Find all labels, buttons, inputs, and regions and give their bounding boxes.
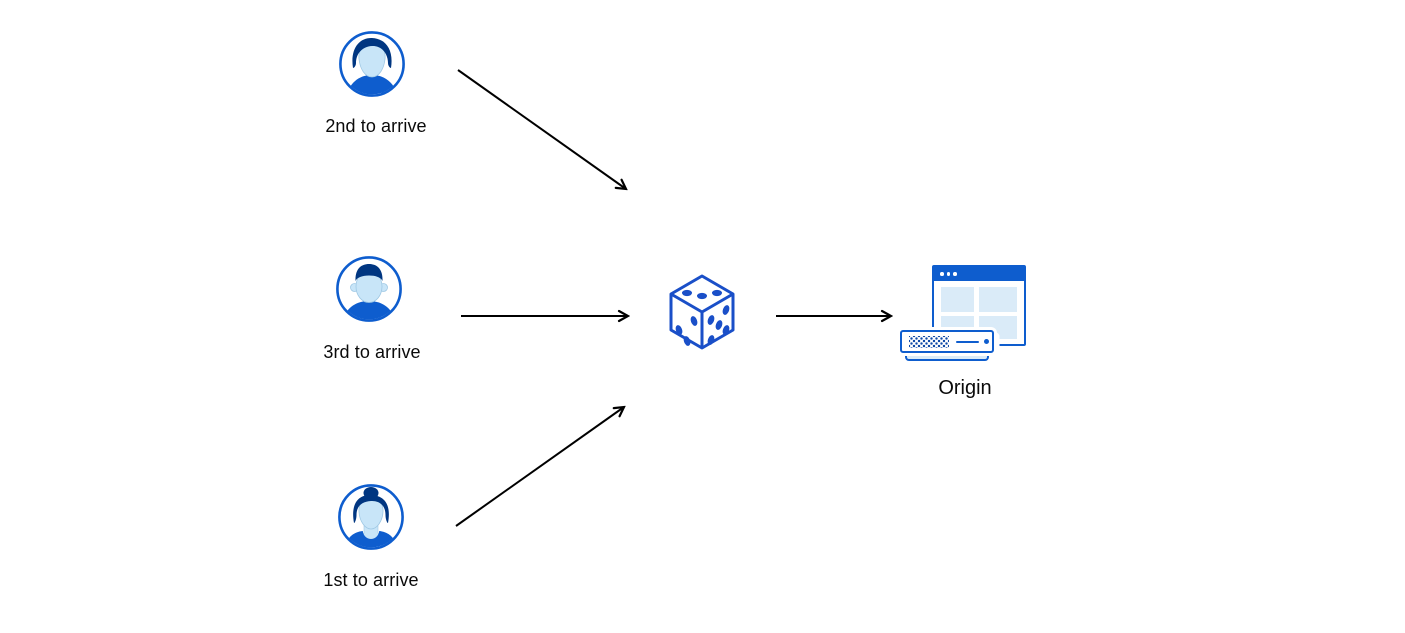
arrow-visitor2-to-dice <box>457 69 626 189</box>
server-body <box>900 330 994 353</box>
content-block <box>979 287 1017 312</box>
origin-label: Origin <box>938 377 992 399</box>
arrow-visitor1-to-dice <box>455 407 624 527</box>
origin-server-icon <box>897 330 997 363</box>
window-dot-icon <box>953 272 957 276</box>
dice-icon <box>669 274 735 350</box>
server-side-tab <box>991 335 997 349</box>
content-block <box>941 287 974 312</box>
content-block <box>941 316 974 333</box>
avatar-man-wavy-hair-icon <box>339 31 405 97</box>
avatar-man-short-hair-icon <box>336 256 402 322</box>
visitor-2nd-label: 2nd to arrive <box>325 116 427 136</box>
visitor-3rd-label: 3rd to arrive <box>323 342 421 362</box>
server-slot-line <box>956 340 979 343</box>
avatar-woman-bun-icon <box>338 484 404 550</box>
visitor-1st-label: 1st to arrive <box>323 570 419 590</box>
server-base <box>905 352 989 361</box>
window-dot-icon <box>946 272 950 276</box>
server-vent-dots <box>909 335 949 348</box>
browser-title-bar <box>934 267 1024 281</box>
server-led-icon <box>984 339 989 344</box>
window-dot-icon <box>940 272 944 276</box>
